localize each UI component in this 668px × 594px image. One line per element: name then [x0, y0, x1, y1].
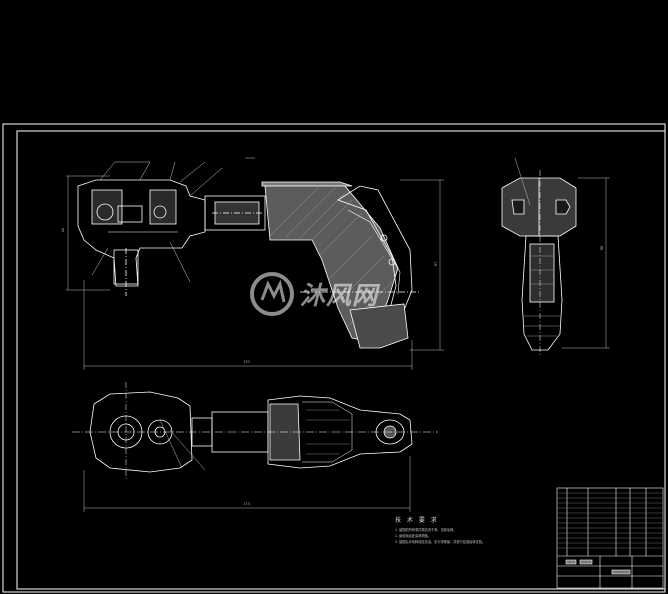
dimension-side-height: 98	[600, 245, 605, 251]
front-view	[66, 157, 444, 370]
watermark-text: 沐风网	[300, 281, 379, 310]
dimension-front-left-height: 44	[61, 227, 66, 233]
dimension-front-height: 97	[434, 261, 439, 267]
requirement-line: 3. 装配后手动转动应灵活，无卡滞现象，并进行空载运转试验。	[395, 540, 486, 544]
top-view	[72, 382, 438, 512]
requirement-line: 1. 装配前所有零件需清洗干净，去除毛刺。	[395, 528, 457, 532]
sheet-border	[2, 123, 666, 593]
watermark: 沐风网	[250, 272, 378, 316]
side-view	[501, 157, 610, 356]
technical-requirements: 技 术 要 求 1. 装配前所有零件需清洗干净，去除毛刺。 2. 齿轮啮合处涂润…	[395, 515, 485, 545]
title-block	[556, 487, 664, 589]
technical-requirements-title: 技 术 要 求	[395, 517, 439, 524]
dimension-front-width: 170	[243, 360, 250, 364]
requirement-line: 2. 齿轮啮合处涂润滑脂。	[395, 534, 431, 538]
watermark-logo-icon	[250, 272, 294, 316]
dimension-top-width: 173	[243, 502, 250, 506]
